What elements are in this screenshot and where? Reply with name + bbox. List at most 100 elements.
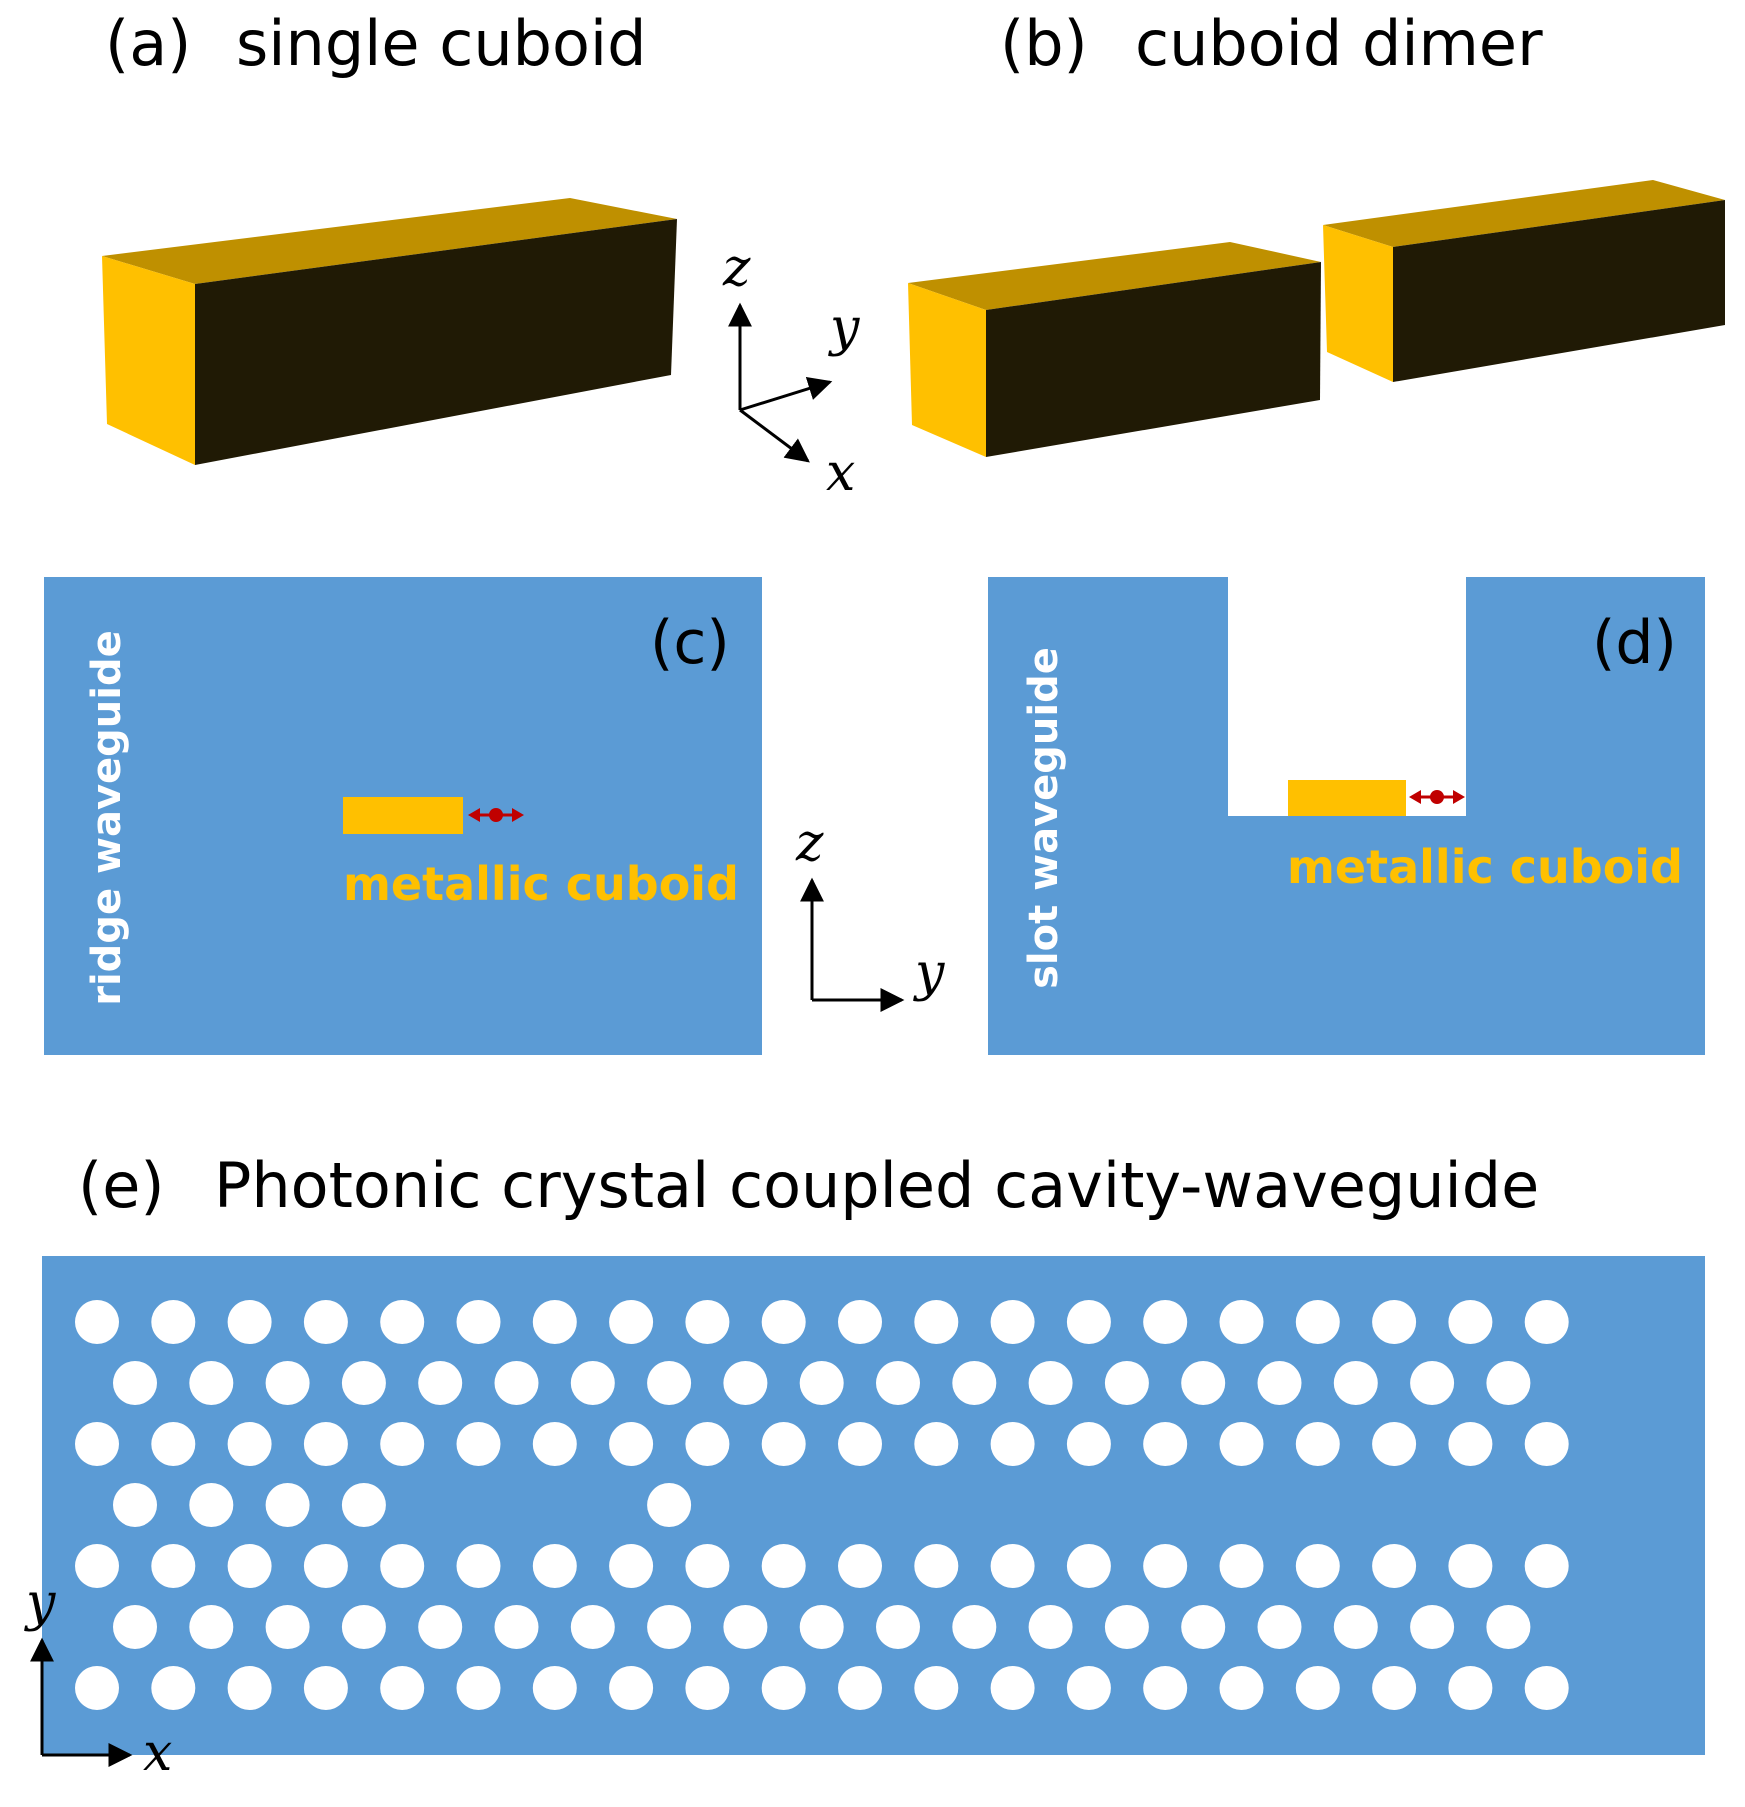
panel-b-tag: (b)	[1000, 7, 1088, 80]
air-hole	[189, 1361, 234, 1405]
y-axis-label: y	[828, 298, 860, 358]
air-hole	[1104, 1361, 1149, 1405]
panel-b: (b) cuboid dimer	[908, 7, 1725, 457]
air-hole	[685, 1666, 730, 1710]
air-hole	[723, 1605, 768, 1649]
air-hole	[1143, 1422, 1188, 1466]
air-hole	[227, 1422, 272, 1466]
panel-c-tag: (c)	[650, 608, 730, 678]
air-hole	[609, 1544, 654, 1588]
slot-waveguide-label: slot waveguide	[1021, 647, 1067, 989]
axis-zy: z y	[795, 813, 945, 1012]
air-hole	[341, 1361, 386, 1405]
panel-e-title: Photonic crystal coupled cavity-waveguid…	[214, 1149, 1539, 1222]
air-hole	[1028, 1605, 1073, 1649]
air-hole	[1333, 1361, 1378, 1405]
air-hole	[761, 1300, 806, 1344]
air-hole	[418, 1361, 463, 1405]
air-hole	[609, 1300, 654, 1344]
air-hole	[570, 1605, 615, 1649]
dipole-d	[1409, 790, 1465, 804]
air-hole	[227, 1300, 272, 1344]
air-hole	[532, 1666, 577, 1710]
panel-a: (a) single cuboid	[102, 7, 677, 465]
photonic-crystal-holes	[75, 1300, 1569, 1710]
dipole-c-right-arrowhead	[512, 808, 524, 822]
air-hole	[838, 1422, 882, 1466]
y-axis-line	[739, 376, 833, 412]
dipole-c-left-arrowhead	[468, 808, 480, 822]
air-hole	[1524, 1666, 1569, 1710]
air-hole	[838, 1544, 882, 1588]
air-hole	[75, 1300, 119, 1344]
air-hole	[1295, 1422, 1340, 1466]
yx-x-label: x	[143, 1723, 172, 1783]
air-hole	[876, 1605, 920, 1649]
air-hole	[1219, 1422, 1264, 1466]
dimer-left-end-face	[908, 283, 986, 457]
air-hole	[303, 1300, 348, 1344]
air-hole	[75, 1544, 119, 1588]
air-hole	[380, 1544, 425, 1588]
air-hole	[1372, 1666, 1417, 1710]
dipole-d-right-arrowhead	[1453, 790, 1465, 804]
air-hole	[570, 1361, 615, 1405]
air-hole	[303, 1544, 348, 1588]
air-hole	[838, 1300, 882, 1344]
air-hole	[609, 1666, 654, 1710]
air-hole	[1028, 1361, 1073, 1405]
air-hole	[380, 1422, 425, 1466]
air-hole	[341, 1483, 386, 1527]
zy-z-label: z	[795, 813, 824, 873]
air-hole	[1143, 1300, 1188, 1344]
air-hole	[456, 1422, 501, 1466]
air-hole	[914, 1666, 959, 1710]
air-hole	[1219, 1544, 1264, 1588]
air-hole	[1486, 1361, 1531, 1405]
air-hole	[1448, 1666, 1493, 1710]
dimer-cuboid-left	[908, 242, 1321, 457]
air-hole	[1066, 1300, 1111, 1344]
air-hole	[1181, 1605, 1226, 1649]
air-hole	[685, 1544, 730, 1588]
air-hole	[876, 1361, 920, 1405]
air-hole	[113, 1361, 157, 1405]
air-hole	[990, 1544, 1035, 1588]
air-hole	[418, 1605, 463, 1649]
panel-c: (c) ridge waveguide metallic cuboid	[44, 577, 762, 1055]
air-hole	[761, 1422, 806, 1466]
air-hole	[380, 1666, 425, 1710]
air-hole	[1295, 1544, 1340, 1588]
air-hole	[532, 1544, 577, 1588]
air-hole	[303, 1422, 348, 1466]
air-hole	[75, 1666, 119, 1710]
panel-a-tag: (a)	[105, 7, 191, 80]
air-hole	[494, 1361, 539, 1405]
air-hole	[1143, 1666, 1188, 1710]
air-hole	[1372, 1422, 1417, 1466]
air-hole	[1066, 1666, 1111, 1710]
air-hole	[303, 1666, 348, 1710]
panel-a-title: single cuboid	[236, 7, 647, 80]
air-hole	[189, 1605, 234, 1649]
dimer-left-side-face	[986, 262, 1321, 457]
metallic-cuboid-d-label: metallic cuboid	[1287, 840, 1683, 894]
air-hole	[494, 1605, 539, 1649]
axis-yx: y x	[24, 1573, 172, 1783]
dimer-right-top-face	[1323, 180, 1725, 247]
air-hole	[189, 1483, 234, 1527]
air-hole	[914, 1422, 959, 1466]
panel-e: (e) Photonic crystal coupled cavity-wave…	[42, 1149, 1705, 1755]
metallic-cuboid-d	[1288, 780, 1406, 816]
panel-e-tag: (e)	[78, 1149, 165, 1222]
dipole-d-center	[1430, 790, 1444, 804]
air-hole	[227, 1666, 272, 1710]
air-hole	[647, 1483, 692, 1527]
dimer-right-end-face	[1323, 225, 1393, 382]
air-hole	[532, 1300, 577, 1344]
air-hole	[1257, 1361, 1302, 1405]
air-hole	[914, 1300, 959, 1344]
air-hole	[456, 1666, 501, 1710]
metallic-cuboid-c-label: metallic cuboid	[343, 857, 739, 911]
air-hole	[1448, 1422, 1493, 1466]
